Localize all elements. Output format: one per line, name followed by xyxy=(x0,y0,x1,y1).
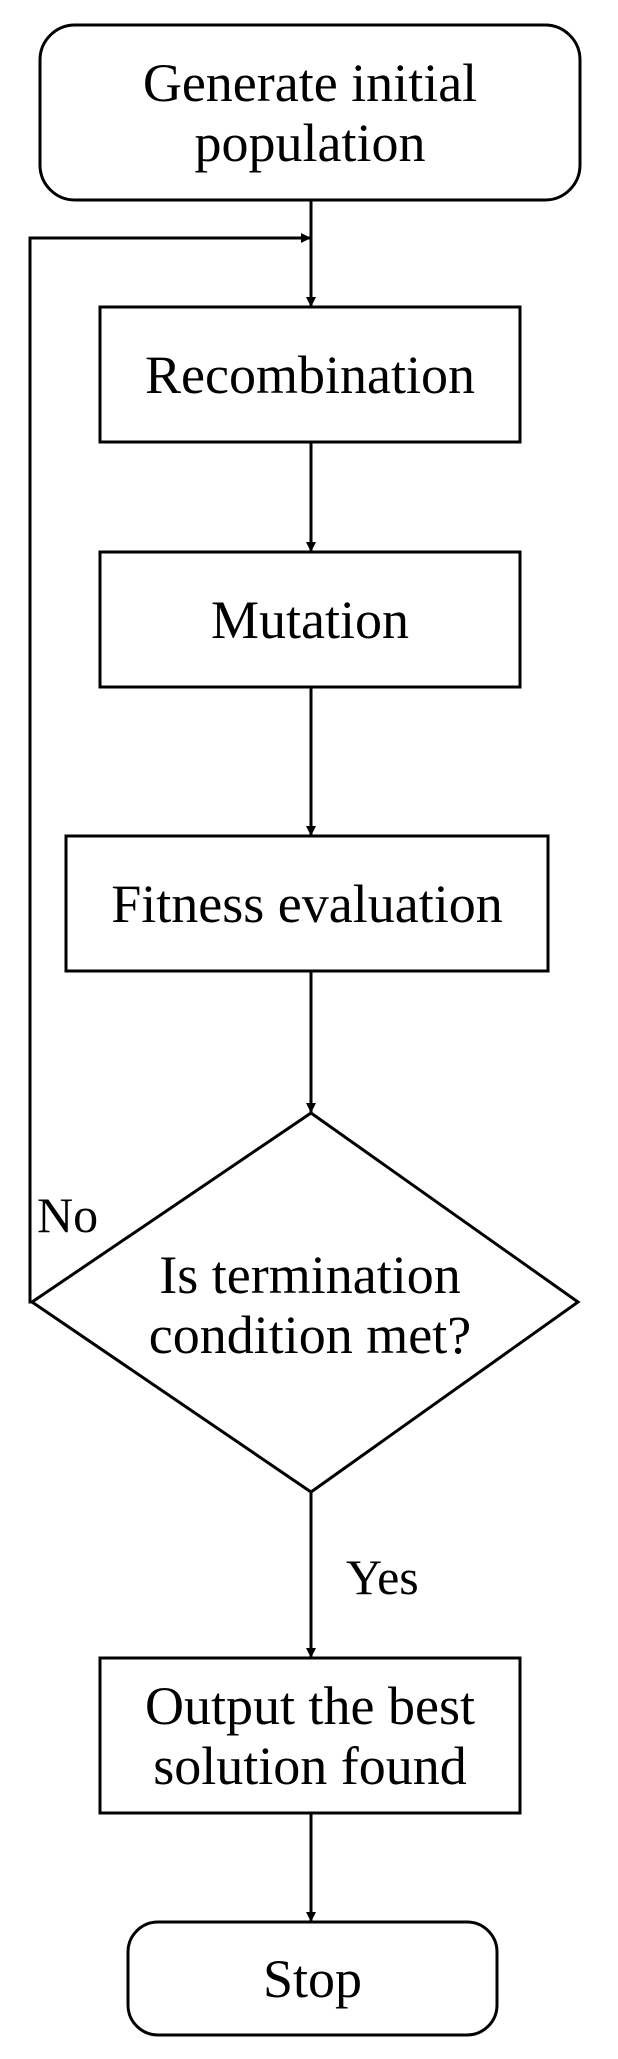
edge-yes-label: Yes xyxy=(346,1549,419,1605)
edge-no-label: No xyxy=(37,1187,99,1243)
node-decision-shape xyxy=(29,1111,581,1494)
node-recombination-shape xyxy=(98,305,522,444)
node-fitness-shape xyxy=(64,834,550,973)
edge-no-loop-back xyxy=(28,233,311,1304)
node-mutation-shape xyxy=(98,550,522,689)
node-stop-shape xyxy=(126,1920,499,2037)
node-output-shape xyxy=(98,1656,522,1815)
node-start-shape xyxy=(38,23,582,202)
